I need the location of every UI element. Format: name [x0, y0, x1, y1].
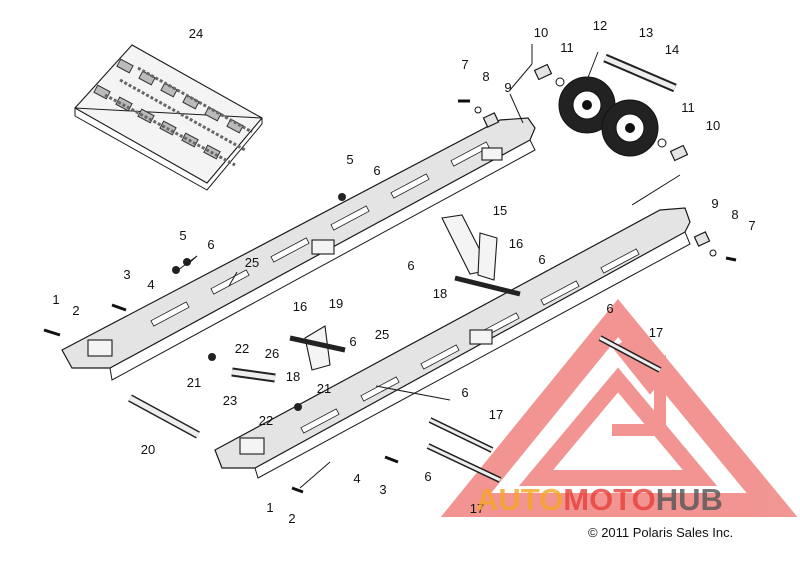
- callout-6: 6: [424, 469, 431, 484]
- callout-16: 16: [293, 299, 307, 314]
- callout-2: 2: [288, 511, 295, 526]
- lower-rail: [214, 207, 691, 479]
- callout-9: 9: [504, 80, 511, 95]
- brand-moto: MOTO: [563, 482, 655, 517]
- callout-5: 5: [179, 228, 186, 243]
- callout-6: 6: [207, 237, 214, 252]
- callout-10: 10: [706, 118, 720, 133]
- idler-wheel-lower: [601, 99, 659, 157]
- callout-18: 18: [433, 286, 447, 301]
- callout-2: 2: [72, 303, 79, 318]
- watermark-triangle-outer: [440, 299, 798, 517]
- callout-11: 11: [681, 100, 695, 115]
- callout-19: 19: [329, 296, 343, 311]
- callout-6: 6: [538, 252, 545, 267]
- callout-17: 17: [470, 501, 484, 516]
- axle-shaft: [603, 53, 677, 93]
- callout-26: 26: [265, 346, 279, 361]
- callout-17: 17: [649, 325, 663, 340]
- callout-1: 1: [266, 500, 273, 515]
- watermark-brand: AUTOMOTOHUB: [476, 482, 723, 517]
- callout-11: 11: [560, 40, 574, 55]
- callout-8: 8: [731, 207, 738, 222]
- callout-6: 6: [407, 258, 414, 273]
- callout-6: 6: [373, 163, 380, 178]
- brand-auto: AUTO: [476, 482, 563, 517]
- track-assembly: [74, 44, 263, 191]
- callout-25: 25: [375, 327, 389, 342]
- idler-wheel-upper: [558, 76, 616, 134]
- brand-hub: HUB: [656, 482, 723, 517]
- callout-6: 6: [349, 334, 356, 349]
- crossbar-shafts: [128, 335, 662, 483]
- hardware-parts: [43, 63, 737, 494]
- callout-9: 9: [711, 196, 718, 211]
- callout-15: 15: [493, 203, 507, 218]
- callout-17: 17: [489, 407, 503, 422]
- callout-4: 4: [353, 471, 360, 486]
- callout-4: 4: [147, 277, 154, 292]
- callout-13: 13: [639, 25, 653, 40]
- callout-16: 16: [509, 236, 523, 251]
- callout-21: 21: [317, 381, 331, 396]
- callout-22: 22: [259, 413, 273, 428]
- callout-6: 6: [461, 385, 468, 400]
- callout-23: 23: [223, 393, 237, 408]
- callout-22: 22: [235, 341, 249, 356]
- callout-20: 20: [141, 442, 155, 457]
- callout-14: 14: [665, 42, 679, 57]
- callout-18: 18: [286, 369, 300, 384]
- callout-7: 7: [748, 218, 755, 233]
- svg-text:AUTOMOTOHUB: AUTOMOTOHUB: [476, 482, 723, 517]
- upper-rail: [61, 117, 536, 381]
- callout-3: 3: [379, 482, 386, 497]
- callout-12: 12: [593, 18, 607, 33]
- callout-3: 3: [123, 267, 130, 282]
- callout-10: 10: [534, 25, 548, 40]
- callout-5: 5: [346, 152, 353, 167]
- callout-21: 21: [187, 375, 201, 390]
- leader-lines: [177, 44, 681, 489]
- mounting-brackets: [289, 214, 521, 371]
- callout-24: 24: [189, 26, 203, 41]
- callout-7: 7: [461, 57, 468, 72]
- callout-1: 1: [52, 292, 59, 307]
- callout-25: 25: [245, 255, 259, 270]
- copyright-notice: © 2011 Polaris Sales Inc.: [588, 525, 733, 540]
- callout-8: 8: [482, 69, 489, 84]
- callout-6: 6: [606, 301, 613, 316]
- watermark-logo: [440, 299, 798, 517]
- watermark-arrow: [612, 341, 666, 436]
